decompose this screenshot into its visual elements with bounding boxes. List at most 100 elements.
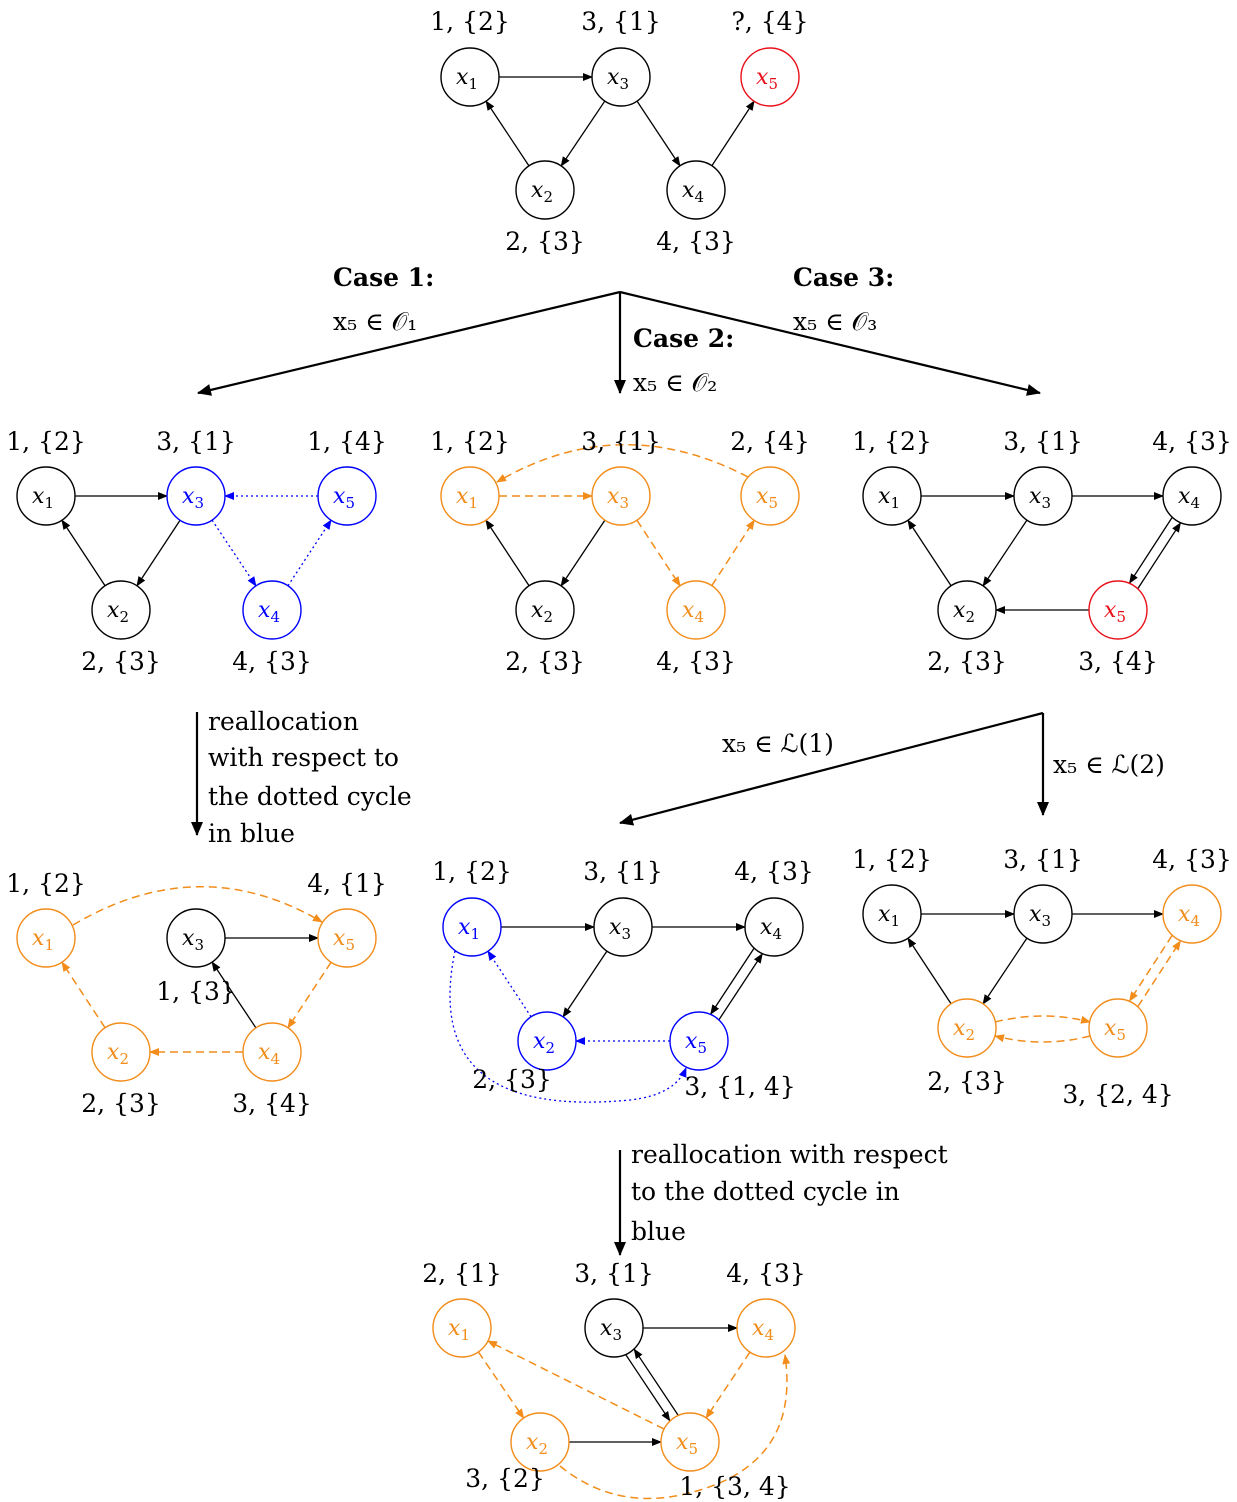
graph_f-node-x4 [1162, 884, 1222, 944]
top-node-x3 [591, 47, 651, 107]
graph_b-label-x2: 2, {3} [505, 647, 585, 676]
graph_a-edge-x3-x4 [211, 519, 257, 587]
graph_d-node-x2 [91, 1022, 151, 1082]
graph_g-label-x4: 4, {3} [726, 1259, 806, 1288]
graph_e-node-x1 [442, 897, 502, 957]
realloc2-line3: blue [631, 1217, 686, 1246]
graph_f-node-x3 [1013, 884, 1073, 944]
top-node-x4-name: x4 [682, 178, 704, 206]
graph_f-node-x2-name: x2 [953, 1016, 975, 1044]
graph_c-label-x1: 1, {2} [852, 427, 932, 456]
top-node-x4 [666, 160, 726, 220]
graph_b-edge-x4-x5 [711, 519, 755, 587]
graph_g-label-x1: 2, {1} [422, 1259, 502, 1288]
graph_e-edge-x4-x5 [710, 948, 755, 1015]
realloc2-line1: reallocation with respect [631, 1140, 948, 1169]
graph_e-edge-x3-x2 [562, 950, 608, 1018]
graph_f-node-x5-name: x5 [1104, 1016, 1126, 1044]
graph_g-edge-x5-x1 [487, 1340, 665, 1430]
branch-l1: x₅ ∈ ℒ(1) [722, 729, 834, 758]
graph_b-node-x3-name: x3 [607, 484, 629, 512]
graph_e-node-x3 [593, 897, 653, 957]
graph_f-edge-x2-x1 [907, 937, 952, 1005]
top-node-x1 [440, 47, 500, 107]
graph_f-node-x3-name: x3 [1029, 902, 1051, 930]
graph_g-edge-x2-x4 [559, 1354, 791, 1500]
top-edge-x4-x5 [711, 100, 755, 167]
graph_a-node-x1-name: x1 [32, 484, 54, 512]
top-node-x5-name: x5 [756, 65, 778, 93]
graph_e-edge-x2-x1 [487, 950, 532, 1018]
graph_c-node-x4-name: x4 [1178, 484, 1200, 512]
top-node-x3-name: x3 [607, 65, 629, 93]
graph_a-node-x2 [91, 580, 151, 640]
graph_e-node-x5 [669, 1011, 729, 1071]
graph_b-label-x4: 4, {3} [656, 647, 736, 676]
graph_b-node-x5-name: x5 [756, 484, 778, 512]
graph_f-label-x3: 3, {1} [1003, 845, 1083, 874]
realloc1-line3: the dotted cycle [208, 782, 412, 811]
graph_d-node-x5 [317, 908, 377, 968]
graph_e-node-x4-name: x4 [760, 915, 782, 943]
graph_f-edge-x5-x4 [1137, 940, 1182, 1007]
graph_g-label-x2: 3, {2} [465, 1464, 545, 1493]
case1-arrow [197, 290, 621, 396]
graph_a-label-x4: 4, {3} [232, 647, 312, 676]
graph_c-node-x1-name: x1 [878, 484, 900, 512]
graph_e-label-x2: 2, {3} [472, 1065, 552, 1094]
graph_d-edge-x4-x3 [211, 961, 257, 1029]
graph_f-node-x2 [937, 998, 997, 1058]
graph_e-edge-x5-x4 [718, 953, 763, 1020]
top-label-x2: 2, {3} [505, 227, 585, 256]
graph_d-node-x2-name: x2 [107, 1040, 129, 1068]
graph_g-label-x5: 1, {3, 4} [679, 1472, 790, 1501]
graph_a-node-x4-name: x4 [258, 598, 280, 626]
graph_c-node-x5 [1088, 580, 1148, 640]
graph_d-edge-x2-x1 [61, 961, 106, 1029]
graph_d-node-x5-name: x5 [333, 926, 355, 954]
graph_c-node-x2 [937, 580, 997, 640]
graph_d-label-x5: 4, {1} [307, 869, 387, 898]
graph_e-node-x2-name: x2 [533, 1029, 555, 1057]
graph_b-node-x3 [591, 466, 651, 526]
graph_b-node-x5 [740, 466, 800, 526]
graph_e-node-x2 [517, 1011, 577, 1071]
graph_d-label-x2: 2, {3} [81, 1089, 161, 1118]
realloc1-line1: reallocation [208, 707, 359, 736]
graph_c-node-x4 [1162, 466, 1222, 526]
graph_b-node-x2-name: x2 [531, 598, 553, 626]
graph_e-node-x1-name: x1 [458, 915, 480, 943]
graph_c-node-x3-name: x3 [1029, 484, 1051, 512]
graph_b-node-x1 [440, 466, 500, 526]
graph_g-edge-x4-x5 [705, 1351, 751, 1419]
case2-title: Case 2: [633, 324, 734, 353]
graph_g-node-x2-name: x2 [526, 1430, 548, 1458]
graph_c-node-x2-name: x2 [953, 598, 975, 626]
graph_g-node-x1-name: x1 [448, 1316, 470, 1344]
top-node-x2-name: x2 [531, 178, 553, 206]
graph_g-edge-x3-x5 [625, 1354, 671, 1422]
nodes: x1 x3 x5 x2 x4 x1 x3 x5 x2 x4 x1 x3 x5 x2 x4 x1 x3 x4 x2 x5… [16, 47, 1222, 1472]
graph_f-label-x5: 3, {2, 4} [1062, 1080, 1173, 1109]
graph_d-node-x1 [16, 908, 76, 968]
top-label-x3: 3, {1} [581, 7, 661, 36]
graph_b-node-x4-name: x4 [682, 598, 704, 626]
graph_f-label-x2: 2, {3} [927, 1067, 1007, 1096]
graph_d-node-x3-name: x3 [182, 926, 204, 954]
graph_a-node-x5 [317, 466, 377, 526]
graph_c-edge-x4-x5 [1129, 517, 1173, 584]
graph_g-node-x4 [736, 1298, 796, 1358]
graph_b-label-x5: 2, {4} [730, 427, 810, 456]
top-edge-x3-x2 [560, 100, 606, 167]
graph_b-edge-x3-x2 [560, 519, 606, 587]
graph_d-node-x4-name: x4 [258, 1040, 280, 1068]
graph_a-node-x3-name: x3 [182, 484, 204, 512]
realloc1-line2: with respect to [208, 743, 399, 772]
case2-condition: x₅ ∈ 𝒪₂ [633, 368, 717, 397]
graph_g-edge-x5-x3 [633, 1348, 679, 1416]
graph_f-label-x1: 1, {2} [852, 845, 932, 874]
case3-title: Case 3: [793, 263, 894, 292]
graph_g-node-x3 [584, 1298, 644, 1358]
branch-l2: x₅ ∈ ℒ(2) [1053, 750, 1165, 779]
